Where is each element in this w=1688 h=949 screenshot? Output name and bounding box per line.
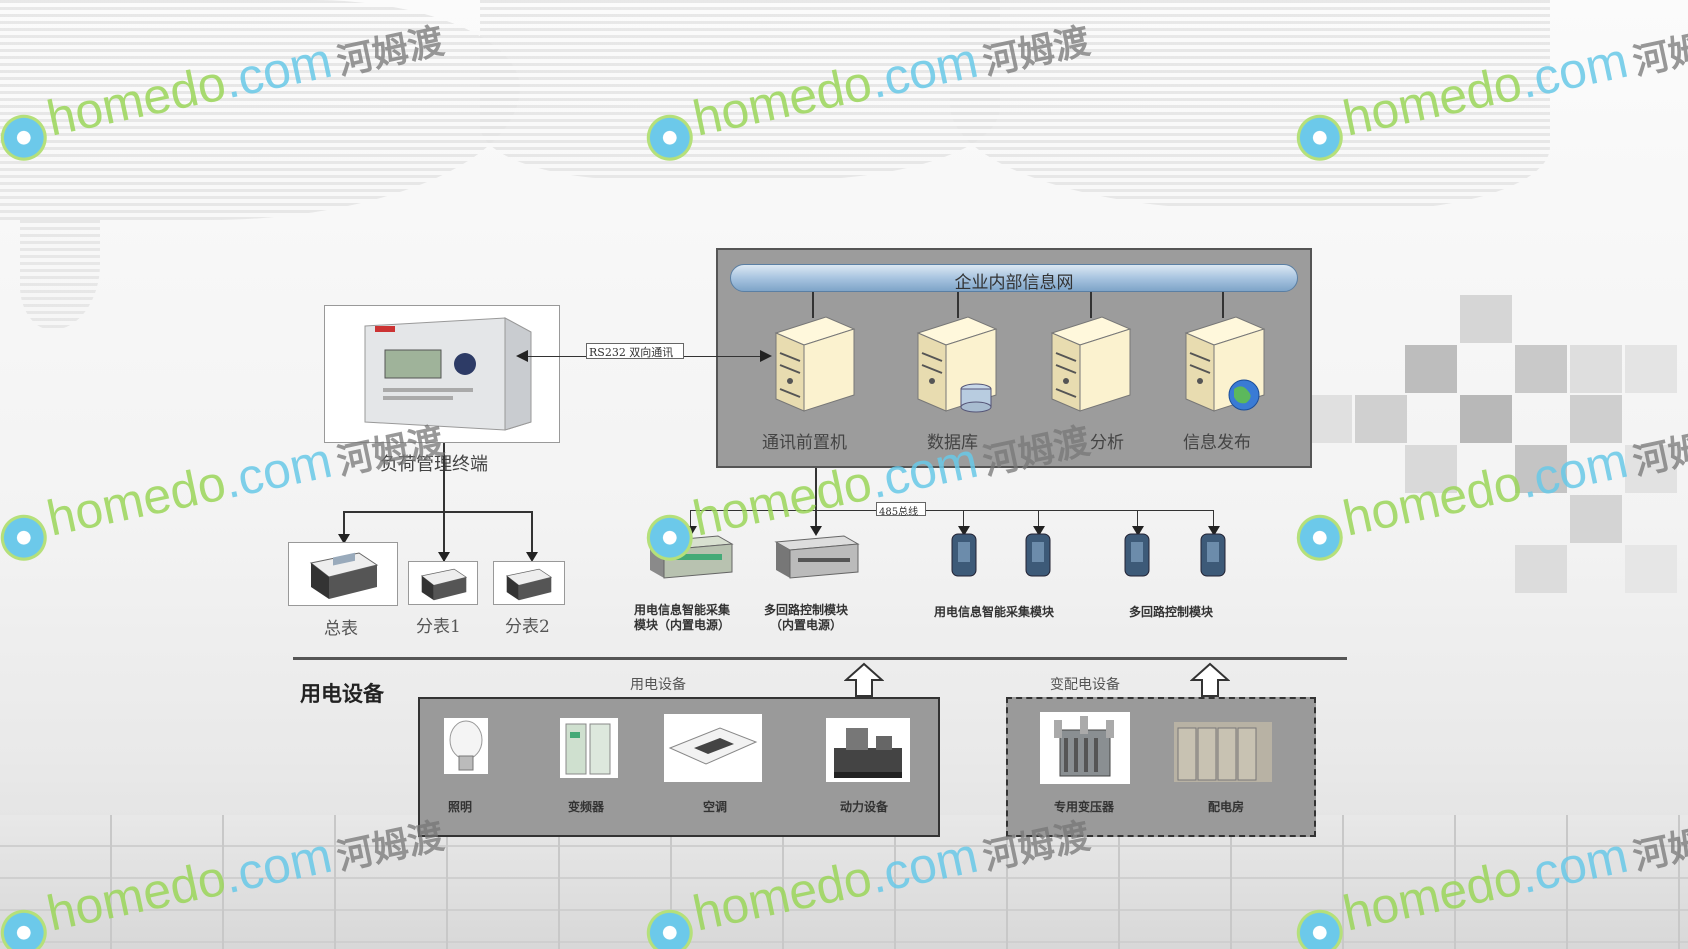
world-map-bg — [480, 0, 1000, 180]
collector-module-icon — [648, 535, 734, 579]
database-server-icon — [916, 316, 998, 413]
server-icon — [1050, 316, 1132, 412]
network-bus: 企业内部信息网 — [730, 264, 1298, 293]
meter-icon — [420, 568, 468, 601]
server-label: 信息发布 — [1183, 433, 1251, 453]
meter-sub2 — [493, 561, 565, 605]
world-map-bg — [20, 220, 100, 330]
server-label: 数据库 — [927, 433, 978, 453]
rs232-label: RS232 双向通讯 — [589, 346, 674, 359]
up-arrow-icon — [1190, 662, 1230, 697]
meter-icon — [505, 568, 553, 601]
module-label: 多回路控制模块 （内置电源） — [764, 603, 849, 632]
meter-sub1 — [408, 561, 478, 605]
consumer-label: 照明 — [448, 800, 473, 814]
collector-module-icon — [1025, 533, 1051, 577]
control-module-icon — [1124, 533, 1150, 577]
server-label: 通讯前置机 — [762, 433, 847, 453]
consumers-title: 用电设备 — [630, 677, 686, 693]
section-title: 用电设备 — [300, 682, 384, 706]
meter-icon — [309, 552, 379, 599]
control-module-icon — [1200, 533, 1226, 577]
inverter-icon — [560, 718, 618, 778]
transformer-icon — [1040, 712, 1130, 784]
section-divider — [293, 657, 1347, 660]
up-arrow-icon — [844, 662, 884, 697]
collector-module-icon — [951, 533, 977, 577]
globe-server-icon — [1184, 316, 1266, 412]
terminal-frame — [324, 305, 560, 443]
consumer-label: 动力设备 — [840, 800, 889, 814]
rs485-label-box: 485总线 — [876, 502, 926, 518]
server-label: 分析 — [1090, 433, 1124, 453]
module-label: 用电信息智能采集 模块（内置电源） — [634, 603, 731, 632]
world-map-bg — [0, 0, 520, 220]
module-label: 多回路控制模块 — [1129, 605, 1214, 619]
substation-title: 变配电设备 — [1050, 677, 1120, 693]
server-icon — [774, 316, 856, 412]
air-conditioner-icon — [664, 714, 762, 782]
network-title: 企业内部信息网 — [954, 273, 1074, 293]
arrow-left-icon — [516, 350, 528, 362]
bulb-icon — [444, 718, 488, 774]
arrow-right-icon — [760, 350, 772, 362]
machinery-icon — [826, 718, 910, 782]
substation-item-label: 配电房 — [1208, 800, 1245, 814]
meter-label: 分表1 — [416, 617, 461, 637]
consumer-label: 空调 — [703, 800, 728, 814]
substation-item-label: 专用变压器 — [1054, 800, 1115, 814]
rs485-label: 485总线 — [879, 507, 919, 518]
world-map-bg — [950, 0, 1550, 210]
switchgear-icon — [1174, 722, 1272, 782]
terminal-device-icon — [364, 317, 532, 431]
control-module-icon — [774, 535, 860, 579]
meter-total — [288, 542, 398, 606]
module-label: 用电信息智能采集模块 — [934, 605, 1055, 619]
meter-label: 总表 — [324, 619, 358, 639]
meter-label: 分表2 — [505, 617, 550, 637]
consumer-label: 变频器 — [568, 800, 605, 814]
floor-grid-bg — [0, 815, 1688, 949]
rs232-label-box: RS232 双向通讯 — [586, 343, 684, 359]
terminal-label: 负荷管理终端 — [380, 454, 488, 475]
